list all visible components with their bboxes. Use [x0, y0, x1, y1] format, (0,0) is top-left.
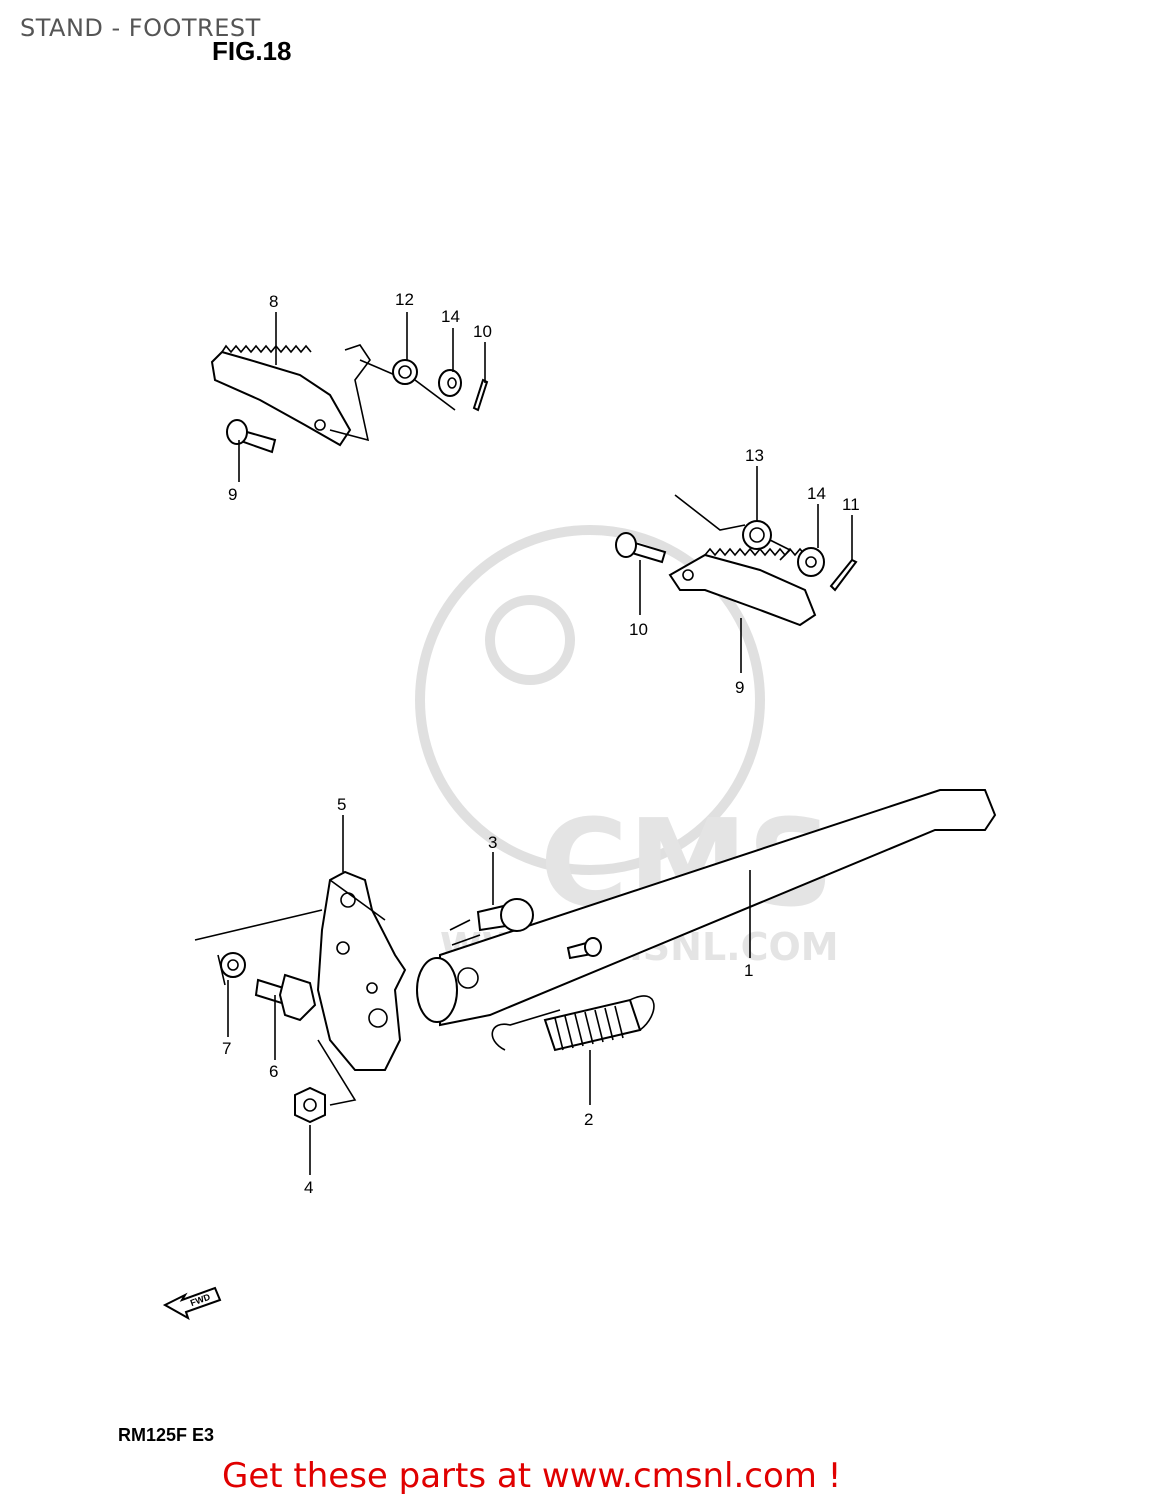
assembly-lines-stand [194, 879, 481, 1106]
callout-14-left: 14 [441, 307, 460, 326]
callout-12: 12 [395, 290, 414, 309]
callout-6: 6 [269, 1062, 278, 1081]
stand-pin[interactable] [566, 937, 602, 960]
callout-8: 8 [269, 292, 278, 311]
washer-right[interactable] [797, 547, 825, 577]
callout-7: 7 [222, 1039, 231, 1058]
model-code: RM125F E3 [118, 1425, 215, 1445]
callout-10-right: 10 [629, 620, 648, 639]
cta-link-text[interactable]: Get these parts at www.cmsnl.com ! [222, 1456, 842, 1496]
callout-9: 9 [735, 678, 744, 697]
bracket-bolt[interactable] [254, 973, 317, 1022]
callouts: 8 12 14 10 9 13 14 11 10 9 5 3 1 2 7 6 4 [222, 290, 860, 1197]
callout-11-right: 11 [842, 495, 860, 514]
cotter-pin-left[interactable] [472, 378, 489, 412]
leader-lines [227, 312, 853, 1175]
callout-14-right: 14 [807, 484, 826, 503]
diagram-title: STAND - FOOTREST [20, 14, 261, 42]
callout-3: 3 [488, 833, 497, 852]
callout-10-left: 9 [228, 485, 237, 504]
footrest-left[interactable] [210, 344, 352, 447]
watermark-badge [415, 525, 765, 875]
washer-left[interactable] [438, 369, 462, 397]
stand-bolt[interactable] [476, 898, 534, 932]
forward-arrow-icon: FWD [162, 1286, 222, 1321]
clevis-pin-left[interactable] [226, 419, 277, 454]
callout-1: 1 [744, 961, 753, 980]
cotter-pin-right[interactable] [829, 558, 858, 592]
stand-spring[interactable] [491, 995, 655, 1052]
callout-4: 4 [304, 1178, 313, 1197]
bracket-washer[interactable] [220, 952, 246, 978]
assembly-line-left [329, 344, 371, 442]
clevis-pin-right[interactable] [615, 532, 667, 564]
side-stand[interactable] [416, 789, 997, 1027]
spring-right[interactable] [674, 494, 792, 561]
spring-left[interactable] [359, 359, 456, 411]
figure-number: FIG.18 [212, 36, 292, 66]
callout-5: 5 [337, 795, 346, 814]
stand-bracket[interactable] [316, 870, 407, 1071]
callout-2: 2 [584, 1110, 593, 1129]
cta-link[interactable]: Get these parts at www.cmsnl.com ! [222, 1456, 841, 1496]
bracket-nut[interactable] [294, 1086, 326, 1124]
watermark-face [485, 595, 575, 685]
callout-13: 13 [745, 446, 764, 465]
callout-11-left: 10 [473, 322, 492, 341]
